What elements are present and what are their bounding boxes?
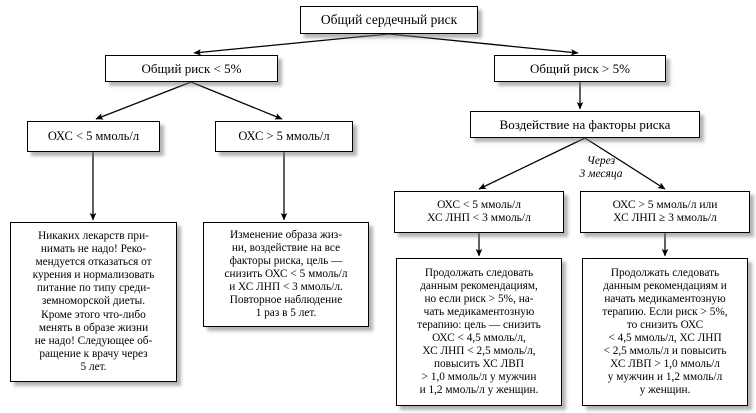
node-total-cholesterol-low: ОХС < 5 ммоль/л [27,121,160,152]
edge-root-to-risk_low [193,33,390,56]
node-risk-factor-intervention-label: Воздействие на факторы риска [499,116,671,132]
node-advice-start-drug-therapy: Продолжать следовать данным рекомендация… [582,258,748,406]
node-risk-low-label: Общий риск < 5% [141,60,242,76]
node-total-cholesterol-low-label: ОХС < 5 ммоль/л [47,129,140,144]
node-risk-high-label: Общий риск > 5% [530,60,630,76]
edge-label-after-3-months: Через 3 месяца [579,155,623,181]
edge-risk_low-to-ohc_high [190,81,283,120]
edge-risk_low-to-ohc_low [95,81,192,120]
node-risk-high: Общий риск > 5% [494,55,666,82]
node-advice-continue-recommendations: Продолжать следовать данным рекомендация… [396,258,562,406]
node-advice-start-drug-therapy-label: Продолжать следовать данным рекомендация… [602,266,728,397]
edge-root-to-risk_high [388,33,579,56]
node-criteria-met-label: ОХС < 5 ммоль/л ХС ЛНП < 3 ммоль/л [427,198,531,224]
node-risk-factor-intervention: Воздействие на факторы риска [470,111,700,138]
node-total-cholesterol-high: ОХС > 5 ммоль/л [215,121,353,152]
node-total-cholesterol-high-label: ОХС > 5 ммоль/л [238,129,330,144]
node-root: Общий сердечный риск [300,6,478,34]
node-advice-continue-recommendations-label: Продолжать следовать данным рекомендация… [417,266,541,397]
node-criteria-not-met: ОХС > 5 ммоль/л или ХС ЛНП ≥ 3 ммоль/л [580,191,750,233]
node-advice-no-medication-label: Никаких лекарств при- нимать не надо! Ре… [32,229,155,373]
node-advice-lifestyle-change-label: Изменение образа жиз- ни, воздействие на… [224,228,348,320]
node-criteria-met: ОХС < 5 ммоль/л ХС ЛНП < 3 ммоль/л [394,191,564,233]
node-root-label: Общий сердечный риск [320,12,458,28]
node-advice-no-medication: Никаких лекарств при- нимать не надо! Ре… [10,222,177,382]
node-criteria-not-met-label: ОХС > 5 ммоль/л или ХС ЛНП ≥ 3 ммоль/л [612,198,718,224]
node-advice-lifestyle-change: Изменение образа жиз- ни, воздействие на… [203,222,369,327]
node-risk-low: Общий риск < 5% [105,55,278,82]
